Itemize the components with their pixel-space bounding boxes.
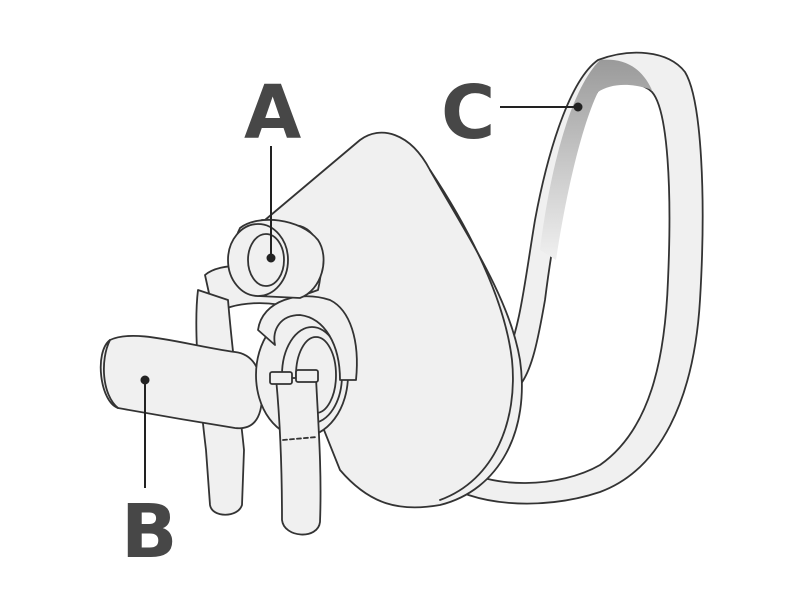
label-c: C [441, 70, 496, 156]
head-strap-shade [540, 59, 652, 261]
elbow-end-line [103, 339, 119, 409]
leader-lines [140, 102, 583, 488]
head-strap [319, 51, 704, 505]
front-hanging-strap [275, 377, 322, 536]
label-a: A [244, 70, 302, 156]
port-opening [247, 233, 285, 287]
leader-dot-a [266, 253, 276, 263]
mask-inner-edge [429, 169, 514, 501]
label-b: B [121, 489, 178, 575]
elbow-connector [99, 334, 263, 430]
strap-buckle-right [295, 369, 319, 383]
strap-buckle-left [269, 371, 293, 385]
leader-dot-c [573, 102, 583, 112]
strap-stitch-line [282, 436, 318, 441]
leader-dot-b [140, 375, 150, 385]
